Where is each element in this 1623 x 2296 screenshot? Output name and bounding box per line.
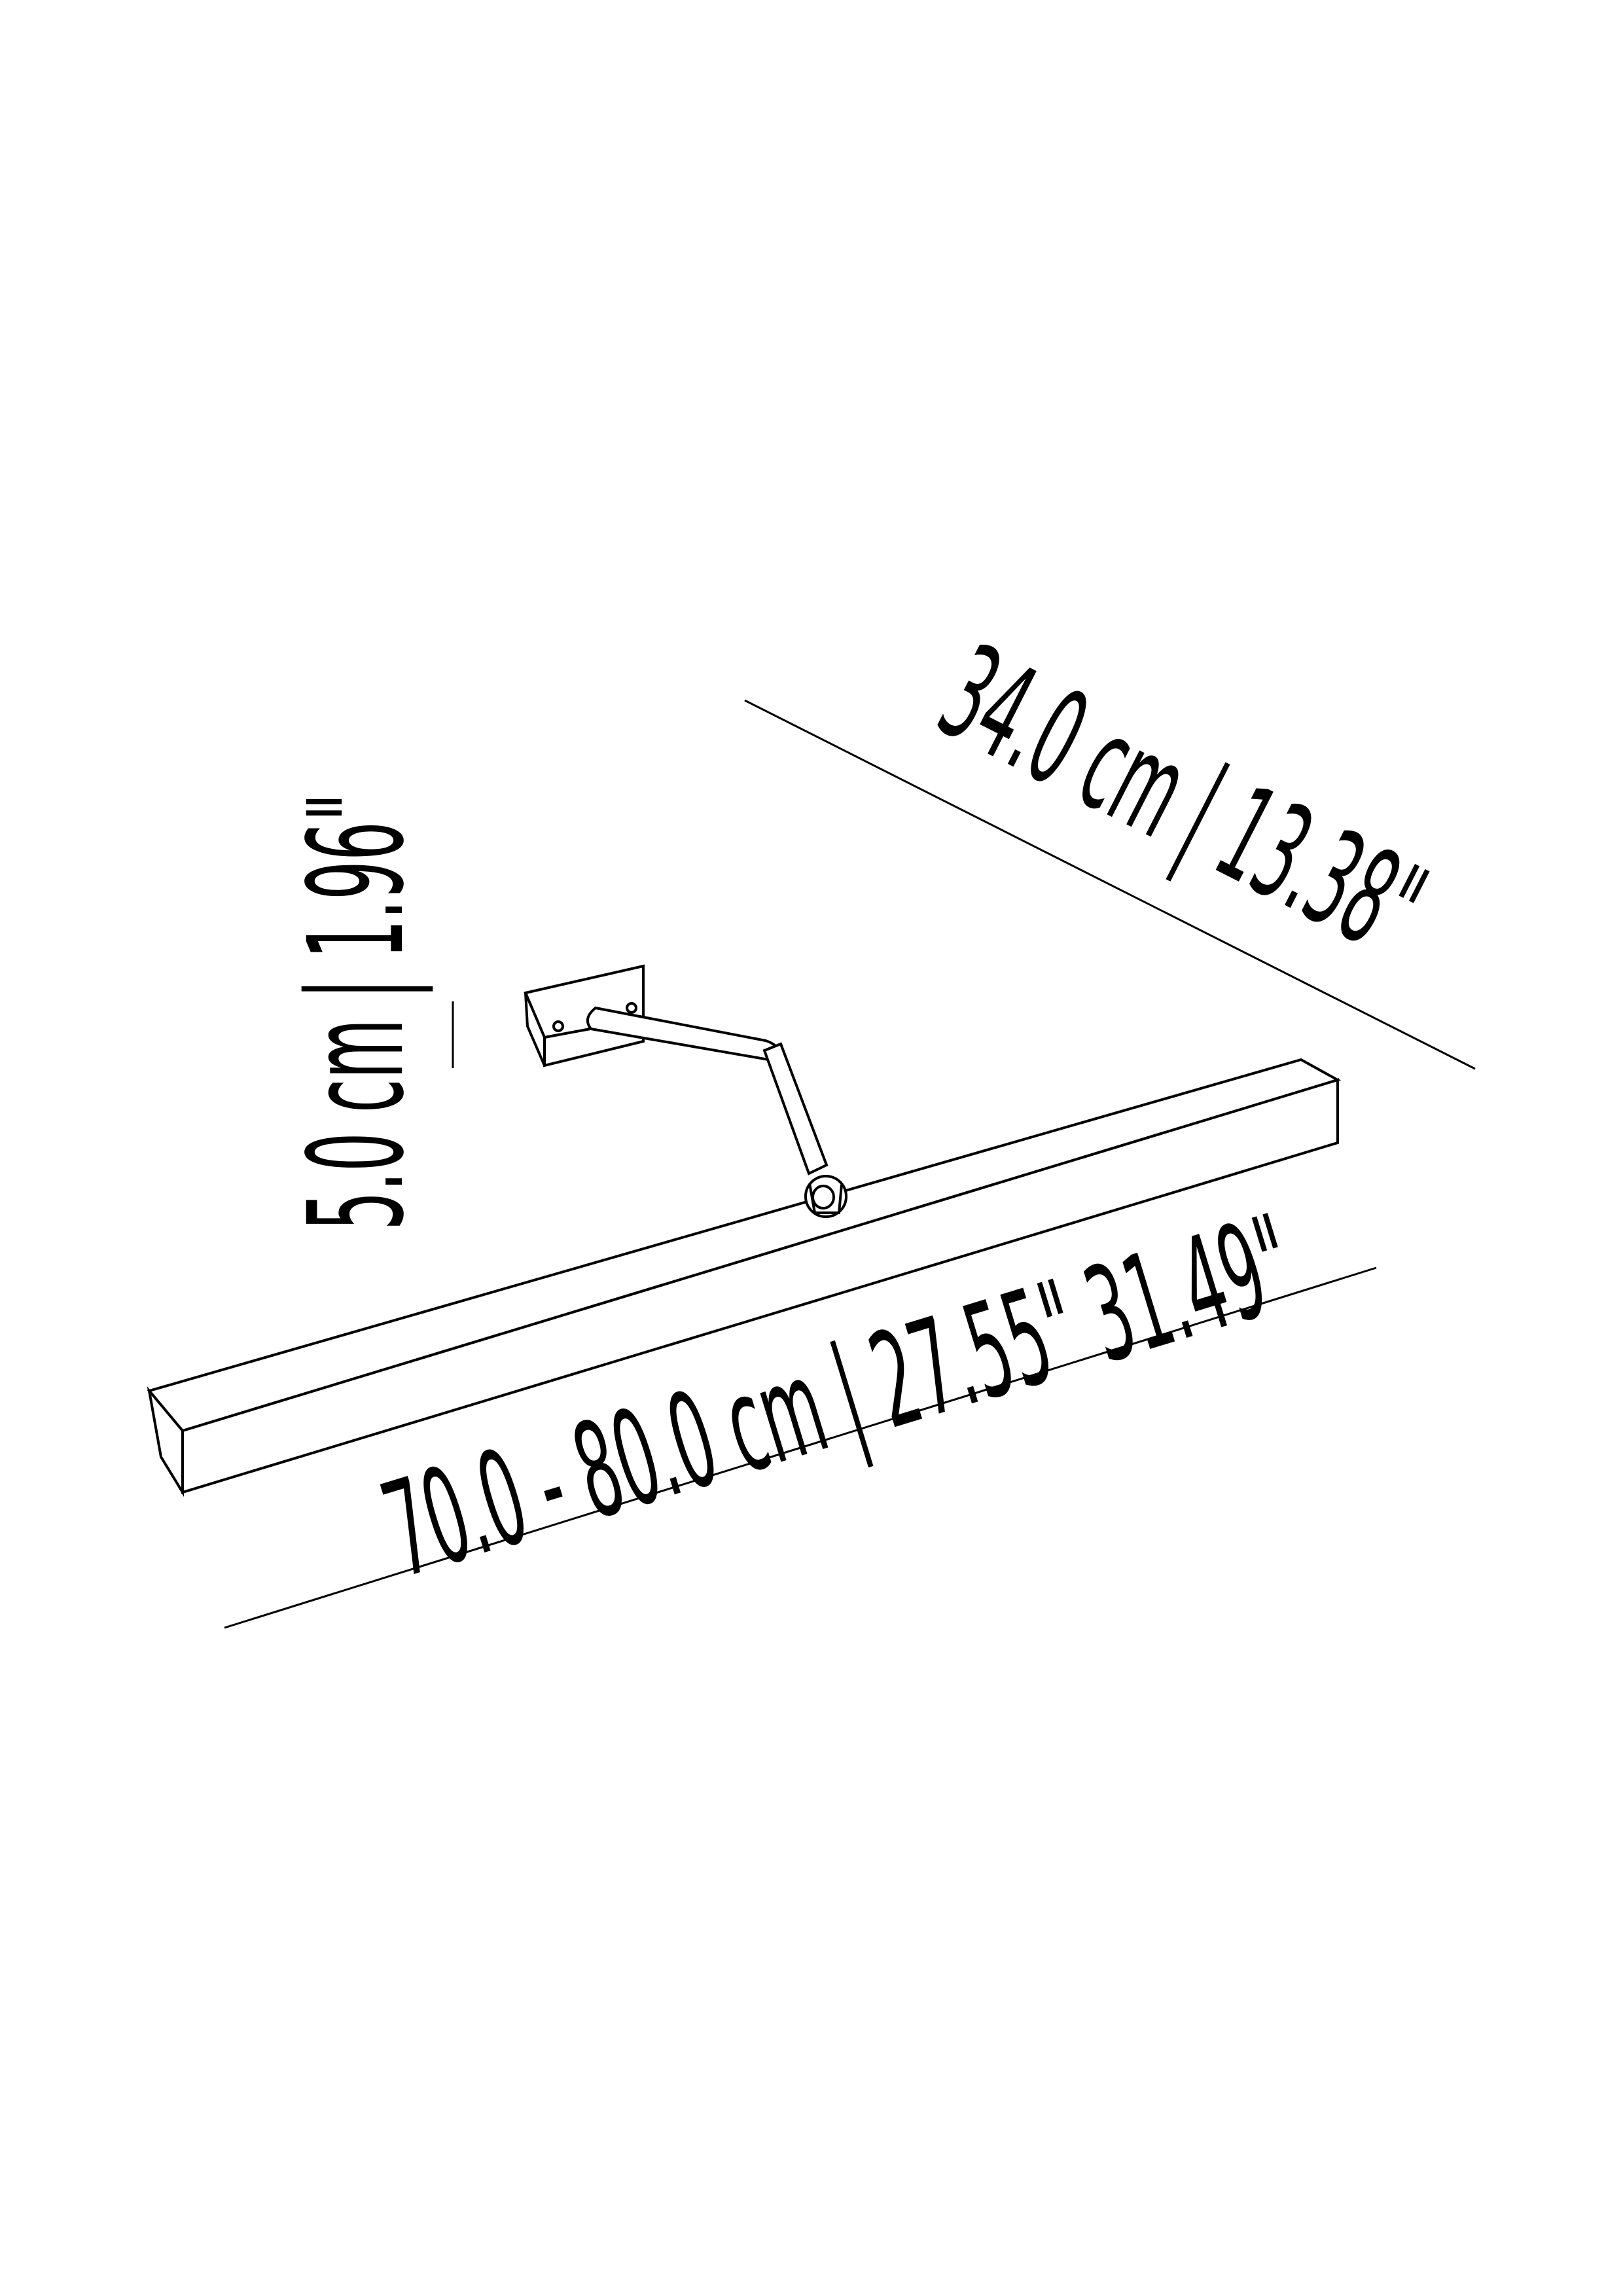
depth-label: 34.0 cm | 13.38" [918,617,1446,987]
lamp-bar [147,1058,1342,1498]
mount-screw-left [552,1020,564,1032]
width-dimension-line [224,1266,1377,1629]
mount-screw-right [626,1002,637,1014]
height-label: 5.0 cm | 1.96" [280,793,433,1230]
depth-dimension-line [744,699,1476,1070]
lamp-arm [586,1006,847,1218]
